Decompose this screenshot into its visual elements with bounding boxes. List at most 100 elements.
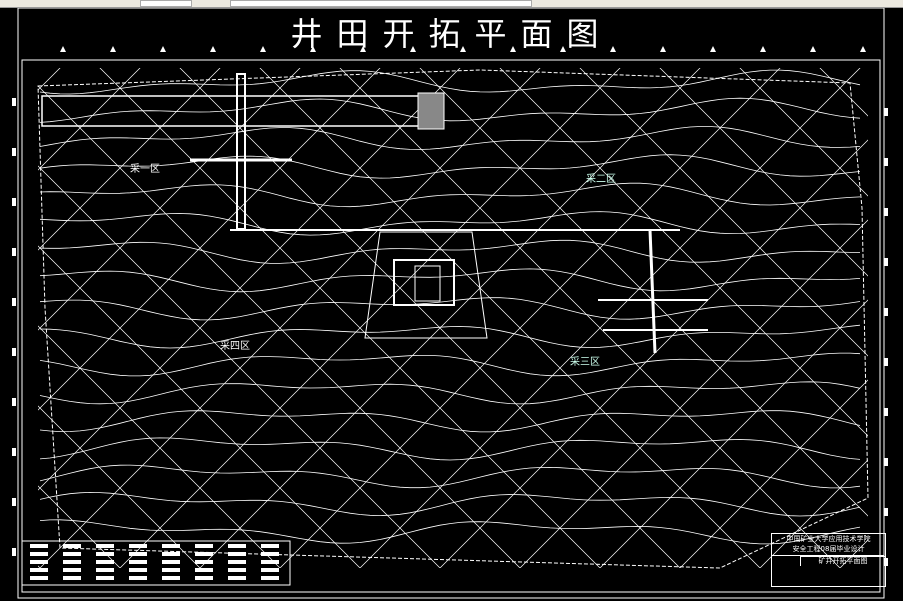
zone-label-3: 采三区 — [570, 357, 600, 368]
grid-line — [279, 68, 781, 568]
survey-marker — [860, 46, 866, 52]
survey-marker — [410, 46, 416, 52]
main-roadway — [41, 95, 421, 127]
title-block-drawing-name: 矿井开拓平面图 — [800, 556, 885, 566]
drawing-title: 井田开拓平面图 — [290, 15, 613, 53]
inner-frame — [21, 59, 881, 593]
contour-line — [39, 381, 861, 405]
legend-cell — [162, 552, 180, 556]
survey-marker — [12, 198, 16, 206]
contour-line — [39, 268, 861, 293]
survey-marker — [160, 46, 166, 52]
legend-cell — [261, 552, 279, 556]
survey-marker — [12, 548, 16, 556]
legend-cell — [30, 544, 48, 548]
grid-line — [819, 68, 868, 117]
survey-marker — [210, 46, 216, 52]
contour-line — [39, 97, 861, 123]
survey-marker — [710, 46, 716, 52]
legend-cell — [129, 544, 147, 548]
survey-marker — [884, 258, 888, 266]
survey-marker — [560, 46, 566, 52]
grid-line — [38, 325, 281, 568]
legend-cell — [129, 552, 147, 556]
grid-line — [38, 245, 361, 568]
survey-marker — [884, 308, 888, 316]
legend-cell — [96, 560, 114, 564]
legend-cell — [96, 576, 114, 580]
survey-marker — [884, 208, 888, 216]
grid-line — [39, 68, 541, 568]
title-block-project: 安全工程08届毕业设计 — [792, 545, 865, 553]
grid-line — [199, 68, 701, 568]
grid-line — [840, 8, 903, 601]
shaft-pillar — [417, 92, 445, 130]
legend-cell — [162, 560, 180, 564]
survey-marker — [460, 46, 466, 52]
survey-marker — [12, 148, 16, 156]
legend-cell — [228, 568, 246, 572]
legend-cell — [162, 576, 180, 580]
grid-line — [599, 299, 868, 568]
survey-marker — [810, 46, 816, 52]
survey-marker — [884, 158, 888, 166]
legend-table — [21, 540, 291, 586]
title-block: 中国矿业大学应用技术学院 安全工程08届毕业设计 矿井开拓平面图 — [771, 533, 886, 587]
contour-line — [39, 324, 861, 349]
survey-marker — [360, 46, 366, 52]
survey-marker — [884, 458, 888, 466]
survey-marker — [884, 558, 888, 566]
legend-cell — [228, 544, 246, 548]
survey-marker — [12, 398, 16, 406]
survey-marker — [12, 498, 16, 506]
grid-line — [339, 68, 841, 568]
survey-marker — [12, 98, 16, 106]
command-field[interactable] — [230, 0, 532, 7]
grid-line — [579, 68, 868, 357]
legend-cell — [30, 560, 48, 564]
zone-label-2: 采二区 — [586, 174, 616, 185]
grid-line — [38, 405, 201, 568]
legend-cell — [96, 568, 114, 572]
contour-line — [39, 211, 861, 236]
grid-line — [439, 139, 868, 568]
legend-cell — [30, 568, 48, 572]
survey-marker — [660, 46, 666, 52]
contour-line — [39, 410, 861, 433]
title-block-divider — [771, 555, 884, 556]
survey-marker — [760, 46, 766, 52]
legend-cell — [30, 576, 48, 580]
grid-line — [880, 8, 903, 601]
survey-marker — [884, 108, 888, 116]
grid-line — [659, 68, 868, 277]
grid-line — [38, 68, 221, 251]
survey-marker — [12, 448, 16, 456]
shaft-building — [414, 265, 441, 302]
legend-cell — [63, 576, 81, 580]
grid-line — [38, 68, 141, 171]
grid-line — [179, 68, 681, 568]
contour-line — [39, 239, 861, 264]
shaft-yard — [393, 259, 455, 306]
survey-marker — [610, 46, 616, 52]
grid-line — [259, 68, 761, 568]
grid-line — [739, 68, 868, 197]
grid-line — [38, 68, 381, 411]
contour-line — [39, 297, 861, 321]
grid-line — [359, 68, 861, 568]
grid-line — [119, 68, 621, 568]
legend-cell — [96, 552, 114, 556]
survey-marker — [884, 508, 888, 516]
legend-cell — [228, 552, 246, 556]
survey-marker — [12, 348, 16, 356]
contour-line — [39, 126, 861, 150]
legend-cell — [261, 568, 279, 572]
grid-line — [0, 8, 40, 601]
survey-marker — [884, 358, 888, 366]
contour-line — [39, 182, 861, 208]
drawing-canvas[interactable] — [0, 8, 903, 601]
layer-dropdown[interactable] — [140, 0, 192, 7]
contour-line — [39, 464, 861, 489]
grid-line — [679, 379, 868, 568]
survey-marker — [510, 46, 516, 52]
